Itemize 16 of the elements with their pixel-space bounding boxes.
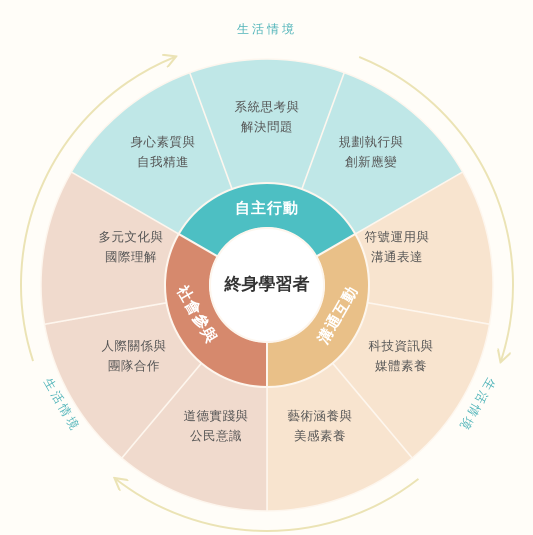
center-label: 終身學習者 [224,273,310,296]
item-label: 系統思考與解決問題 [234,98,300,136]
item-label: 藝術涵養與美感素養 [286,407,354,445]
item-label: 多元文化與國際理解 [98,228,164,266]
item-label: 科技資訊與媒體素養 [368,337,434,375]
competency-label: 自主行動 [235,198,299,219]
item-label: 符號運用與溝通表達 [364,228,430,266]
context-label: 生活情境 [237,21,297,38]
item-label: 人際關係與團隊合作 [100,337,168,375]
context-label: 生活情境 [40,374,84,436]
competency-label: 溝通互動 [313,282,363,348]
competency-label: 社會參與 [172,282,222,348]
item-label: 規劃執行與創新應變 [338,133,404,171]
context-label: 生活情境 [454,374,500,436]
item-label: 道德實踐與公民意識 [182,407,250,445]
item-label: 身心素質與自我精進 [130,133,196,171]
